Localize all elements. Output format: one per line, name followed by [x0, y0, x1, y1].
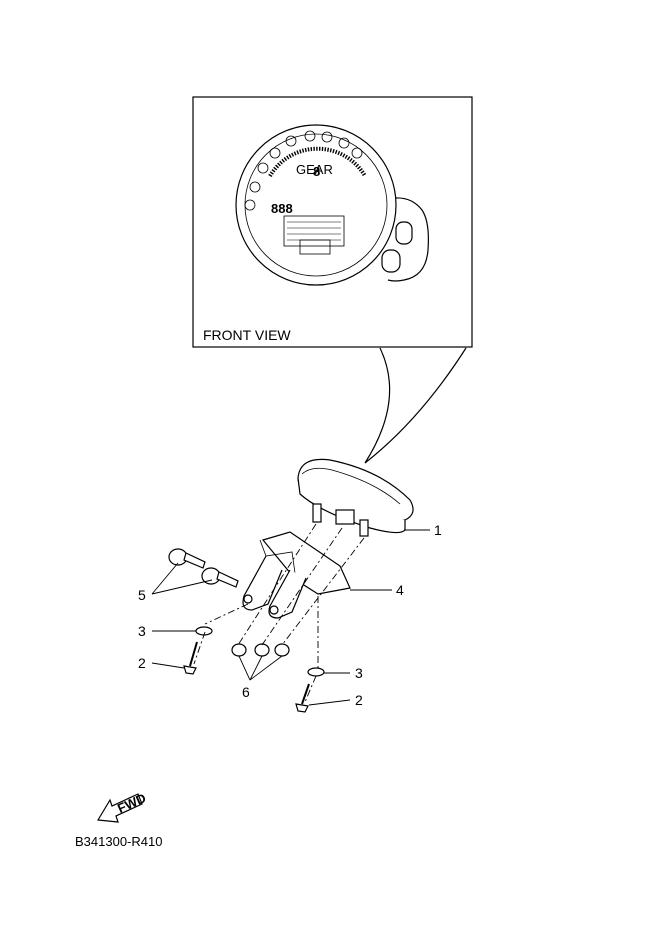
fwd-arrow-icon: FWD [96, 790, 148, 823]
assembly-lines [193, 523, 365, 703]
gear-label: GEAR [296, 162, 333, 177]
front-view-inset: FRONT VIEW GEAR 8 888 [192, 96, 473, 348]
meter-assembly [297, 458, 414, 537]
callout-1: 1 [434, 522, 442, 538]
callout-6: 6 [242, 684, 250, 700]
grommet-set [231, 643, 290, 657]
diagram-code: B341300-R410 [75, 834, 162, 849]
screw-right [295, 683, 310, 713]
bolt-pair [168, 548, 239, 588]
mount-hole-lower [381, 249, 401, 273]
fwd-label: FWD [115, 790, 148, 816]
callout-3-left: 3 [138, 623, 146, 639]
speed-digits: 888 [271, 201, 293, 216]
callout-4: 4 [396, 582, 404, 598]
leader-lines [151, 529, 430, 706]
callout-2-left: 2 [138, 655, 146, 671]
screw-left [183, 641, 198, 675]
indicator-lamps [244, 130, 363, 211]
gear-digit: 8 [313, 164, 320, 179]
callout-3-right: 3 [355, 665, 363, 681]
washer-right [307, 667, 325, 677]
front-view-label: FRONT VIEW [203, 327, 291, 343]
callout-2-right: 2 [355, 692, 363, 708]
view-pointer-balloon [364, 347, 467, 464]
tach-bar-arc [268, 146, 367, 178]
mount-hole-upper [395, 221, 413, 245]
meter-bracket [242, 531, 351, 619]
lcd-info-block [283, 215, 345, 247]
callout-5: 5 [138, 587, 146, 603]
